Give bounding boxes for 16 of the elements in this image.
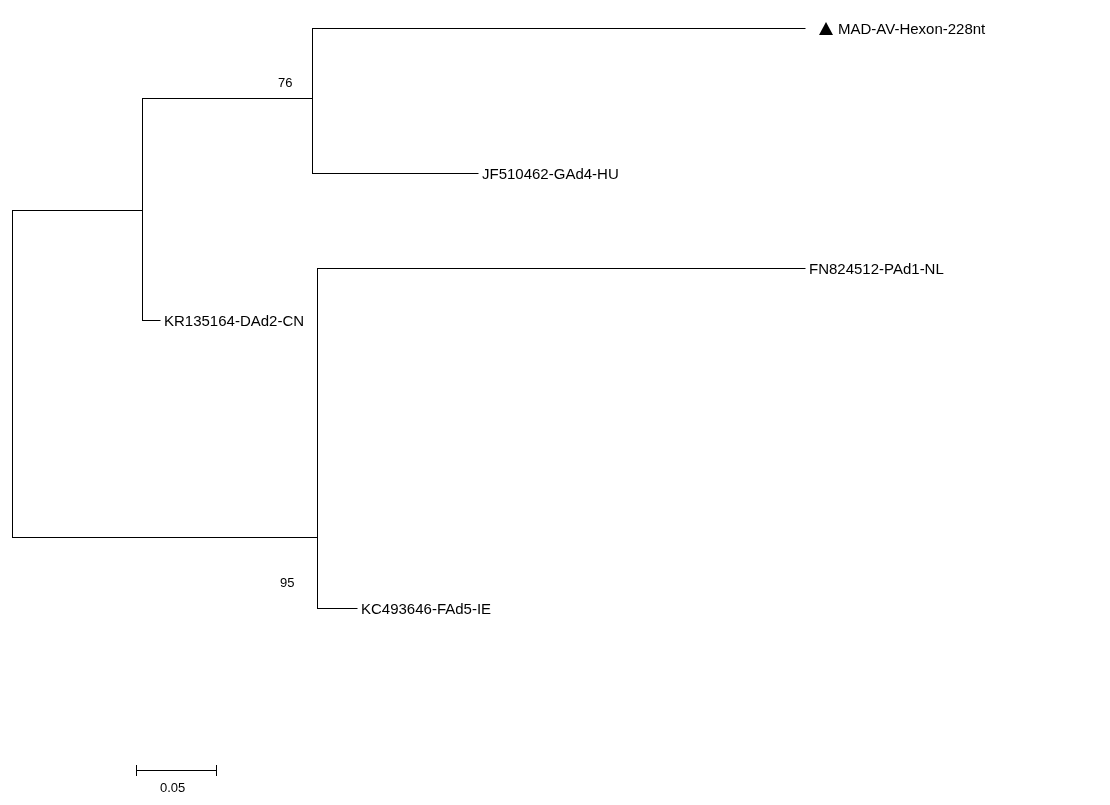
- branch-line: [312, 28, 806, 29]
- branch-line: [12, 537, 318, 538]
- branch-line: [12, 210, 143, 211]
- taxon-label: KC493646-FAd5-IE: [361, 599, 492, 617]
- taxon-label: KR135164-DAd2-CN: [164, 311, 305, 329]
- branch-line: [312, 173, 479, 174]
- taxon-label: JF510462-GAd4-HU: [482, 164, 619, 182]
- branch-line: [317, 268, 806, 269]
- branch-line: [317, 608, 358, 609]
- bootstrap-value: 95: [280, 574, 295, 592]
- taxon-label: MAD-AV-Hexon-228nt: [838, 19, 986, 37]
- taxon-label: FN824512-PAd1-NL: [809, 259, 944, 277]
- scale-value: 0.05: [160, 779, 186, 797]
- bootstrap-value: 76: [278, 74, 293, 92]
- branch-line: [142, 98, 313, 99]
- branch-line: [142, 320, 161, 321]
